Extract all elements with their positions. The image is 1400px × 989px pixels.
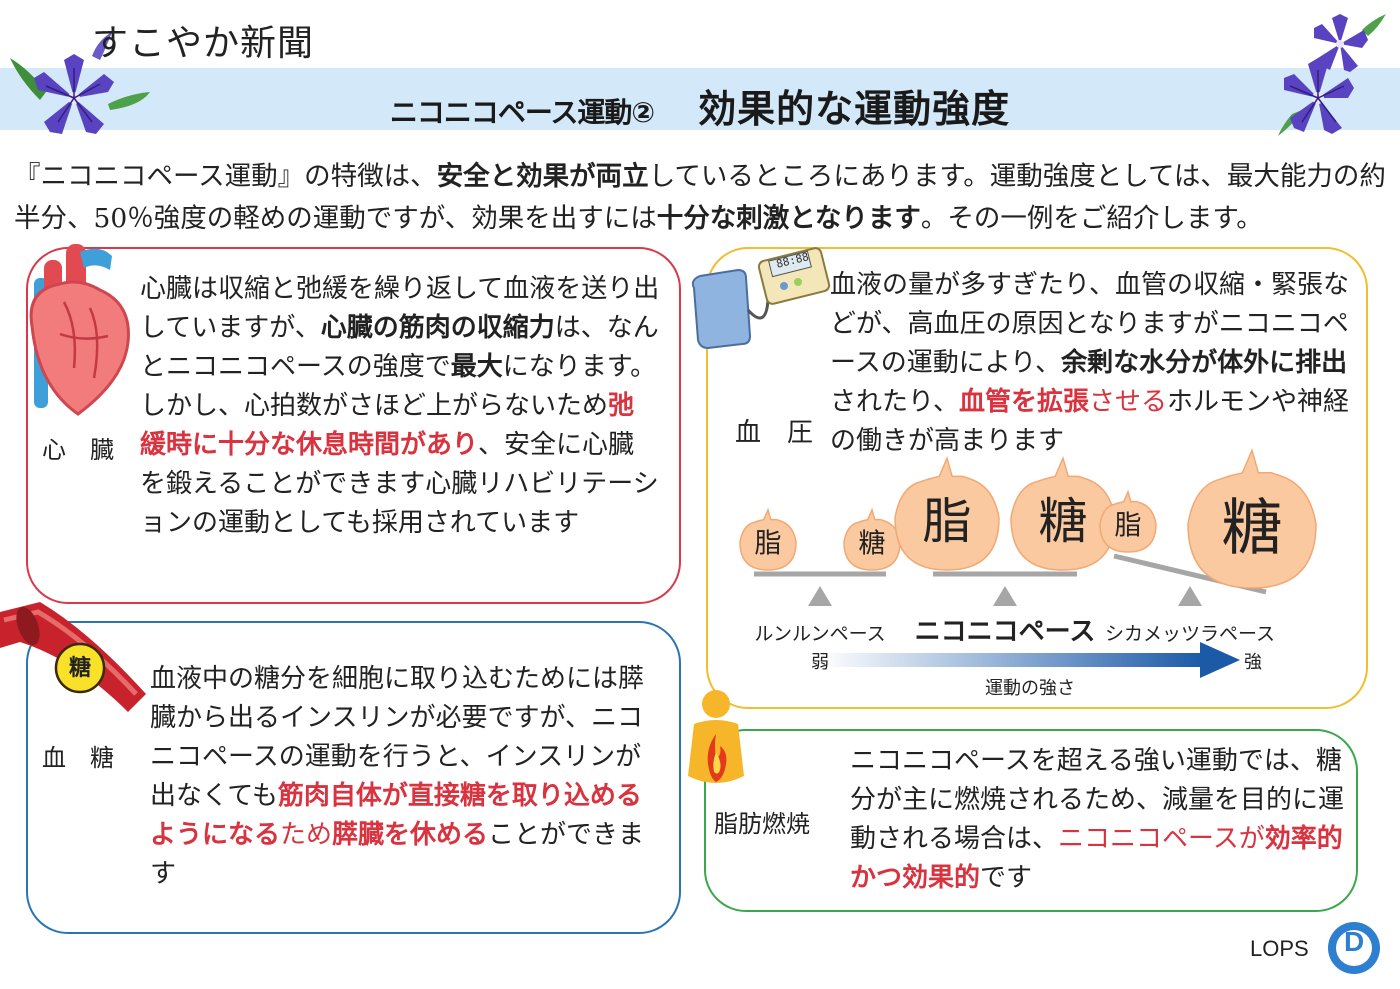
newspaper-name: すこやか新聞 [92,23,315,64]
bp-text-part: されたり、 [830,387,959,417]
lops-logo-icon [1328,922,1380,974]
sugar-label: 糖 [1221,492,1282,563]
scale-fulcrum [993,586,1017,606]
lops-logo-letter: D [1344,926,1365,957]
heart-text-part: 心臓は収縮と弛緩を繰り返して血液を送り出していますが、 [140,274,660,343]
heart-text-part: になります。 しかし、心拍数がさほど上がらないため [140,352,657,421]
fat-text-part: ニコニコペースを超える強い運動では、糖分が主に燃焼されるため、減量を目的に運動さ… [850,746,1345,854]
fat-text-part: です [980,863,1033,893]
intensity-arrow-head [1200,642,1240,678]
bp-text-part: 血液の量が多すぎたり、血管の収縮・緊張などが、高血圧の原因となりますがニコニコペ… [830,270,1349,378]
sugar-flame [1187,448,1317,589]
pace-label: ルンルンペース [754,623,885,645]
page-title: ニコニコペース運動② 効果的な運動強度 [0,78,1400,133]
heart-text: 心臓は収縮と弛緩を繰り返して血液を送り出していますが、心臓の筋肉の収縮力は、なん… [140,270,660,543]
heart-panel [26,247,681,604]
fat-burning-text: ニコニコペースを超える強い運動では、糖分が主に燃焼されるため、減量を目的に運動さ… [850,742,1346,898]
sugar-text-part: ことができます [150,820,645,889]
bp-red-text: させる [1088,387,1167,417]
bp-red-emphasis: 血管を拡張 [958,387,1089,417]
fat-red-emphasis: 効率的かつ効果的 [850,824,1343,893]
fat-label: 脂 [922,493,971,550]
heart-red-emphasis: 弛緩時に十分な休息時間があり [140,391,635,460]
fat-red-text: ニコニコペースが [1058,824,1265,854]
sugar-text-part: 血液中の糖分を細胞に取り込むためには膵臓から出るインスリンが必要ですが、ニコニコ… [150,664,645,811]
scale-fulcrum [808,586,832,606]
intro-text: 『ニコニコペース運動』の特徴は、 [14,161,437,192]
heart-label: 心 臓 [42,436,114,464]
intensity-chart: 脂糖ルンルンペース脂糖ニコニコペース脂糖シカメッツラペース 弱強運動の強さ [739,448,1317,699]
sugar-label: 糖 [859,529,886,560]
bp-text-part: ホルモンや神経の働きが高まります [830,387,1350,456]
heart-emphasis: 心臓の筋肉の収縮力 [320,313,555,343]
sugar-badge: 糖 [68,656,91,681]
sugar-red-emphasis: 筋肉自体が直接糖を取り込めるようになる [150,781,642,850]
intro-paragraph: 『ニコニコペース運動』の特徴は、安全と効果が両立しているところにあります。運動強… [14,156,1394,240]
intro-emphasis: 十分な刺激となります [656,203,921,234]
fat-label: 脂 [755,529,782,560]
fat-flame [894,455,1000,571]
scale-fulcrum [1178,586,1202,606]
intro-emphasis: 安全と効果が両立 [436,161,649,192]
fat-burning-panel [704,729,1358,912]
pace-label: ニコニコペース [915,617,1096,647]
title-banner [0,68,1400,130]
blood-pressure-label: 血 圧 [735,418,814,448]
fat-label: 脂 [1115,511,1142,542]
arrow-axis-label: 運動の強さ [985,678,1075,699]
bp-emphasis: 余剰な水分が体外に排出 [1061,348,1348,378]
heart-text-part: は、なんとニコニコペースの強度で [140,313,659,382]
blood-sugar-label: 血 糖 [42,744,114,772]
arrow-high-label: 強 [1244,652,1262,673]
sugar-red-emphasis: 膵臓を休める [332,820,489,850]
intensity-arrow-shaft [820,653,1202,667]
heart-text-part: 、安全に心臓を鍛えることができます心臓リハビリテーションの運動としても採用されて… [140,430,659,538]
fat-flame [1099,489,1157,553]
brand-name: LOPS [1250,936,1309,961]
blood-vessel-icon [0,602,146,712]
intro-text: 。その一例をご紹介します。 [920,203,1263,234]
main-title: 効果的な運動強度 [698,87,1011,131]
bellflower-left-icon [10,32,150,134]
bellflower-right-icon [1278,14,1386,136]
sugar-red-text: ため [280,820,333,850]
fat-burning-label: 脂肪燃焼 [714,810,810,838]
intro-text: しているところにあります。運動強度としては、最大能力の約半分、50％強度の軽めの… [14,161,1386,234]
series-title: ニコニコペース運動② [389,96,655,129]
pace-label: シカメッツラペース [1105,623,1275,645]
blood-sugar-panel [26,621,681,934]
blood-pressure-text: 血液の量が多すぎたり、血管の収縮・緊張などが、高血圧の原因となりますがニコニコペ… [830,266,1350,461]
burning-body-icon [688,690,744,783]
arrow-low-label: 弱 [811,652,829,673]
heart-emphasis: 最大 [450,352,503,382]
heart-icon [29,244,130,416]
blood-pressure-monitor-icon [691,247,831,350]
fat-flame [739,507,797,571]
sugar-label: 糖 [1038,493,1087,550]
blood-sugar-text: 血液中の糖分を細胞に取り込むためには膵臓から出るインスリンが必要ですが、ニコニコ… [150,660,662,894]
